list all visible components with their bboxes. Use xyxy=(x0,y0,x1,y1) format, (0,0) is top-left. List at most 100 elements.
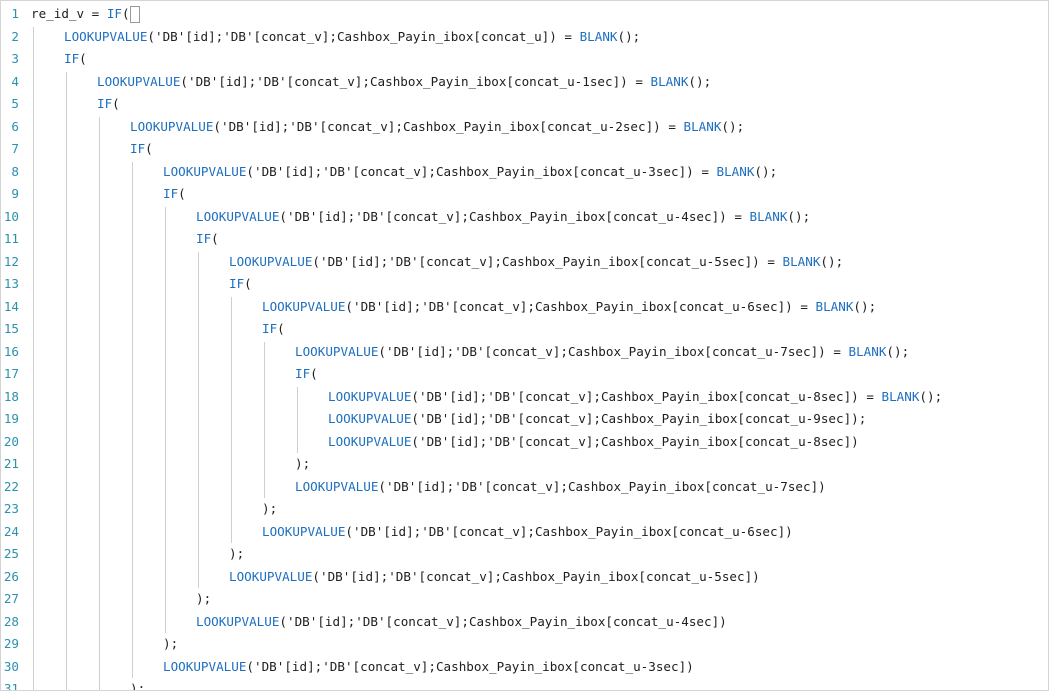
keyword-token: IF xyxy=(295,366,311,381)
keyword-token: BLANK xyxy=(749,208,788,224)
keyword-token: LOOKUPVALUE xyxy=(196,208,280,224)
code-line[interactable]: 21); xyxy=(1,453,1048,475)
keyword-token: LOOKUPVALUE xyxy=(229,568,313,584)
code-line[interactable]: 26 LOOKUPVALUE('DB'[id];'DB'[concat_v];Ca… xyxy=(1,566,1048,588)
text-token: ('DB'[id];'DB'[concat_v];Cashbox_Payin_i… xyxy=(345,523,793,539)
code-text: ); xyxy=(295,454,310,474)
line-number: 22 xyxy=(3,478,19,494)
indent-guide xyxy=(33,26,34,690)
code-line[interactable]: 5 IF( xyxy=(1,93,1048,115)
text-token: (); xyxy=(721,118,745,134)
text-token: ('DB'[id];'DB'[concat_v];Cashbox_Payin_i… xyxy=(378,343,849,359)
text-token: ); xyxy=(163,636,179,651)
line-number: 15 xyxy=(3,321,19,336)
code-text: IF( xyxy=(64,49,87,69)
code-text: LOOKUPVALUE('DB'[id];'DB'[concat_v];Cash… xyxy=(295,342,909,362)
line-number: 2 xyxy=(11,28,19,44)
keyword-token: IF xyxy=(130,141,146,156)
code-line[interactable]: 27); xyxy=(1,588,1048,610)
code-line[interactable]: 25); xyxy=(1,543,1048,565)
code-text: LOOKUPVALUE('DB'[id];'DB'[concat_v];Cash… xyxy=(262,297,876,317)
text-token: (); xyxy=(820,253,844,269)
keyword-token: LOOKUPVALUE xyxy=(130,118,214,134)
keyword-token: LOOKUPVALUE xyxy=(64,28,148,44)
code-text: ); xyxy=(163,634,178,654)
code-line[interactable]: 2 LOOKUPVALUE('DB'[id];'DB'[concat_v];Cas… xyxy=(1,26,1048,48)
code-text: IF( xyxy=(130,139,153,159)
text-token: ('DB'[id];'DB'[concat_v];Cashbox_Payin_i… xyxy=(246,163,717,179)
keyword-token: LOOKUPVALUE xyxy=(328,388,412,404)
code-text: LOOKUPVALUE('DB'[id];'DB'[concat_v];Cash… xyxy=(64,27,640,47)
text-token: ( xyxy=(244,276,252,291)
keyword-token: BLANK xyxy=(815,298,854,314)
code-text: IF( xyxy=(97,94,120,114)
keyword-token: LOOKUPVALUE xyxy=(196,613,280,629)
line-number: 19 xyxy=(3,411,19,426)
text-token: (); xyxy=(787,208,811,224)
code-text: IF( xyxy=(196,229,219,249)
line-number: 28 xyxy=(3,613,19,629)
line-number: 8 xyxy=(11,163,19,179)
code-text: IF( xyxy=(163,184,186,204)
code-text: LOOKUPVALUE('DB'[id];'DB'[concat_v];Cash… xyxy=(196,207,810,227)
text-token: ('DB'[id];'DB'[concat_v];Cashbox_Payin_i… xyxy=(312,568,760,584)
code-line[interactable]: 7 IF( xyxy=(1,138,1048,160)
keyword-token: LOOKUPVALUE xyxy=(163,163,247,179)
line-number: 21 xyxy=(3,456,19,471)
line-number: 5 xyxy=(11,96,19,111)
indent-guide xyxy=(297,386,298,453)
code-text: LOOKUPVALUE('DB'[id];'DB'[concat_v];Cash… xyxy=(130,117,744,137)
code-line[interactable]: 8 LOOKUPVALUE('DB'[id];'DB'[concat_v];Cas… xyxy=(1,161,1048,183)
text-token: ('DB'[id];'DB'[concat_v];Cashbox_Payin_i… xyxy=(246,658,694,674)
text-token: ('DB'[id];'DB'[concat_v];Cashbox_Payin_i… xyxy=(411,433,859,449)
text-token: ); xyxy=(229,546,245,561)
text-token: ('DB'[id];'DB'[concat_v];Cashbox_Payin_i… xyxy=(411,388,882,404)
text-token: ( xyxy=(79,51,87,66)
line-number: 13 xyxy=(3,276,19,291)
code-line[interactable]: 19 LOOKUPVALUE('DB'[id];'DB'[concat_v];Ca… xyxy=(1,408,1048,430)
keyword-token: BLANK xyxy=(782,253,821,269)
text-token: (); xyxy=(919,388,943,404)
line-number: 7 xyxy=(11,141,19,156)
text-token: ('DB'[id];'DB'[concat_v];Cashbox_Payin_i… xyxy=(378,478,826,494)
keyword-token: IF xyxy=(97,96,113,111)
code-text: ); xyxy=(229,544,244,564)
text-token: (); xyxy=(886,343,910,359)
line-number: 26 xyxy=(3,568,19,584)
line-number: 4 xyxy=(11,73,19,89)
code-line[interactable]: 23); xyxy=(1,498,1048,520)
indent-guide xyxy=(99,116,100,690)
code-text: ); xyxy=(130,679,145,690)
text-token: ); xyxy=(196,591,212,606)
code-line[interactable]: 31); xyxy=(1,678,1048,690)
line-number: 27 xyxy=(3,591,19,606)
code-line[interactable]: 29); xyxy=(1,633,1048,655)
indent-guide xyxy=(66,71,67,690)
text-token: ); xyxy=(262,501,278,516)
line-number: 17 xyxy=(3,366,19,381)
code-text: LOOKUPVALUE('DB'[id];'DB'[concat_v];Cash… xyxy=(328,409,866,429)
line-number: 25 xyxy=(3,546,19,561)
line-number: 1 xyxy=(11,6,19,21)
keyword-token: IF xyxy=(64,51,80,66)
